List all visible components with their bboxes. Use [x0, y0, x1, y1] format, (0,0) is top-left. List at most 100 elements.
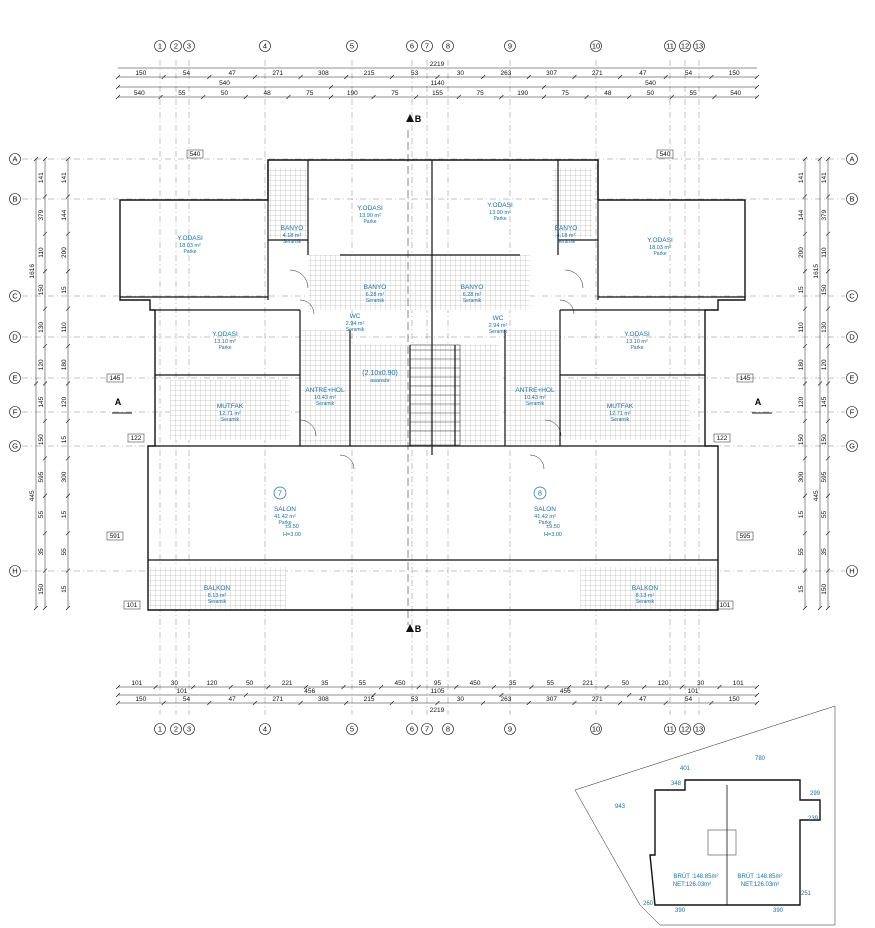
dim-tick — [802, 456, 808, 461]
small-tag: 122 — [717, 435, 728, 442]
dim-tick — [456, 94, 462, 100]
room-floor: Parke — [493, 216, 506, 222]
grid-bubble — [846, 153, 858, 165]
room-area: 41.42 m² — [274, 514, 296, 520]
dim-tick — [825, 568, 831, 573]
room-area: 4.18 m² — [283, 233, 302, 239]
grid-bubble — [846, 193, 858, 205]
dim-tick — [802, 156, 808, 162]
dim-tick — [669, 94, 675, 100]
site-dim: 780 — [755, 756, 766, 762]
dim-tick — [754, 692, 760, 698]
dim-tick — [42, 605, 48, 611]
dim-left-1: 150 — [38, 284, 45, 295]
dim-left-1: 141 — [38, 172, 45, 183]
dim-tick — [65, 306, 71, 311]
dim-bottom-1: 120 — [658, 680, 669, 687]
room-name: SALON — [534, 506, 556, 513]
room-name: Y.ODASI — [624, 331, 650, 338]
dim-right-1: 200 — [798, 247, 805, 258]
site-right-brut: BRÜT :148.85m² — [738, 873, 783, 880]
site-boundary — [574, 705, 836, 926]
dim-tick — [344, 700, 349, 706]
dim-tick — [42, 306, 48, 311]
dim-tick — [42, 231, 48, 237]
dim-left-1: 55 — [38, 510, 45, 518]
dim-top-1: 30 — [457, 70, 465, 77]
dim-tick — [480, 700, 486, 706]
dim-tick — [371, 692, 376, 698]
dim-bottom-3: 54 — [183, 696, 191, 703]
dim-tick — [825, 605, 831, 611]
room-area: 13.10 m² — [626, 339, 648, 345]
room-name: ANTRE+HOL — [305, 387, 345, 394]
dim-bottom-3: 150 — [135, 696, 146, 703]
grid-bubble — [259, 40, 271, 52]
room-floor: Parke — [278, 520, 291, 526]
dim-bottom-3: 150 — [729, 696, 740, 703]
dim-tick — [65, 269, 71, 274]
grid-bubble — [504, 723, 516, 735]
dim-tick — [825, 381, 831, 386]
grid-col-label: 10 — [592, 725, 600, 734]
grid-bubble — [170, 40, 182, 52]
dim-bottom-3: 215 — [364, 696, 375, 703]
dim-top-3: 48 — [263, 90, 271, 97]
dim-tick — [65, 343, 71, 349]
room-area: 10.43 m² — [314, 395, 336, 401]
room-area: 6.28 m² — [463, 292, 482, 298]
tag-box — [127, 433, 145, 443]
dim-tick — [709, 700, 714, 706]
level-mark: ±9.50 — [285, 524, 299, 530]
grid-row-label: F — [13, 408, 18, 417]
room-area: 12.71 m² — [219, 411, 241, 417]
site-dim: 401 — [680, 766, 691, 772]
small-tag: 122 — [131, 435, 142, 442]
grid-bubble — [846, 290, 858, 302]
dim-tick — [378, 684, 384, 690]
dim-tick — [416, 684, 421, 690]
dim-right-2: 150 — [821, 434, 828, 445]
level-mark: H=3.00 — [544, 532, 562, 538]
grid-bubble — [9, 153, 21, 165]
dim-tick — [266, 684, 271, 690]
dim-tick — [802, 418, 808, 424]
tag-box — [713, 433, 731, 443]
room-name: Y.ODASI — [647, 237, 673, 244]
dim-left-2: 200 — [61, 247, 68, 258]
dim-tick — [65, 456, 71, 461]
dim-tick — [65, 493, 71, 498]
grid-bubble — [442, 40, 454, 52]
dim-tick — [526, 700, 531, 706]
dim-right-1: 110 — [798, 322, 805, 333]
room-area: 8.13 m² — [636, 593, 655, 599]
dim-bottom-3: 308 — [318, 696, 329, 703]
grid-bubble — [846, 406, 858, 418]
dim-tick — [190, 684, 196, 690]
dim-tick — [679, 684, 685, 690]
dim-left-2: 15 — [61, 286, 68, 294]
dim-right-2: 130 — [821, 322, 828, 333]
section-arrow — [406, 114, 414, 122]
dim-tick — [153, 684, 158, 690]
dim-bottom-3: 263 — [501, 696, 512, 703]
grid-col-label: 11 — [666, 42, 674, 51]
grid-bubble — [9, 440, 21, 452]
dim-top-1: 215 — [364, 70, 375, 77]
room-name: Y.ODASI — [212, 331, 238, 338]
grid-bubble — [421, 40, 433, 52]
room-name: BALKON — [632, 585, 659, 592]
grid-bubble — [9, 565, 21, 577]
room-floor: Seramik — [526, 401, 545, 407]
dim-top-3: 50 — [647, 90, 655, 97]
room-name: Y.ODASI — [177, 235, 203, 242]
dim-right-1: 15 — [798, 510, 805, 518]
dim-tick — [817, 381, 823, 386]
dim-tick — [328, 94, 334, 100]
site-dim: 348 — [671, 781, 682, 787]
small-tag: 101 — [720, 602, 731, 609]
grid-col-label: 13 — [695, 725, 703, 734]
dim-tick — [115, 94, 121, 100]
